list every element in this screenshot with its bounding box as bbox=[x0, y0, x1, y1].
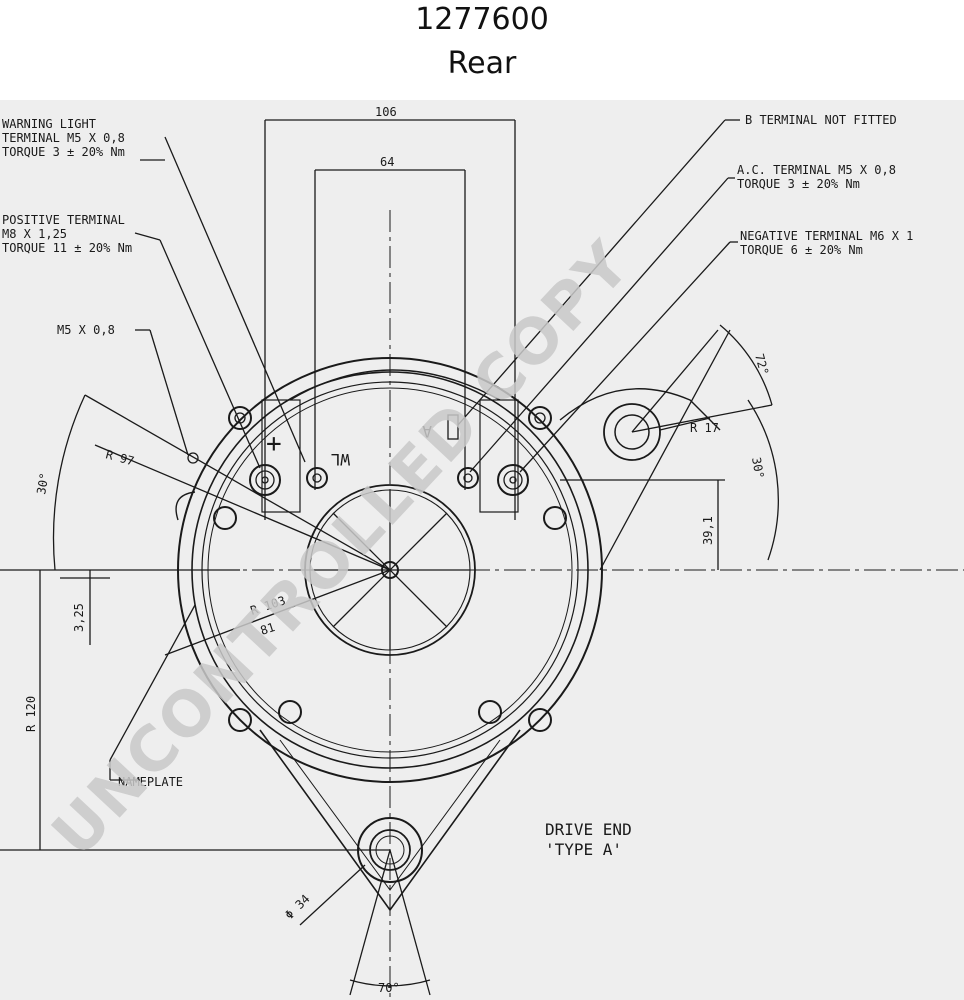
dim-angle-30-left: 30° bbox=[34, 472, 52, 496]
part-number-title: 1277600 bbox=[415, 2, 549, 37]
watermark-uncontrolled-copy: UNCONTROLLED COPY bbox=[38, 227, 645, 871]
view-subtitle: Rear bbox=[447, 46, 517, 81]
callout-warning-light: WARNING LIGHT TERMINAL M5 X 0,8 TORQUE 3… bbox=[2, 117, 125, 159]
callout-ac-terminal-line-2: TORQUE 3 ± 20% Nm bbox=[737, 177, 860, 191]
terminal-mark-a: A bbox=[422, 422, 432, 441]
dim-width-64: 64 bbox=[380, 155, 394, 169]
dim-radius-17: R 17 bbox=[690, 421, 719, 435]
callout-ac-terminal: A.C. TERMINAL M5 X 0,8 TORQUE 3 ± 20% Nm bbox=[737, 163, 896, 191]
callout-negative-terminal-line-1: NEGATIVE TERMINAL M6 X 1 bbox=[740, 229, 913, 243]
callout-positive-terminal: POSITIVE TERMINAL M8 X 1,25 TORQUE 11 ± … bbox=[2, 213, 132, 255]
callout-warning-light-line-2: TERMINAL M5 X 0,8 bbox=[2, 131, 125, 145]
drawing-canvas: 106 64 72° R 17 30° 39,1 30° R 97 R 103 … bbox=[0, 105, 964, 1000]
dim-angle-70: 70° bbox=[378, 981, 400, 995]
callout-b-terminal: B TERMINAL NOT FITTED bbox=[745, 113, 897, 127]
callout-warning-light-line-3: TORQUE 3 ± 20% Nm bbox=[2, 145, 125, 159]
technical-drawing: 106 64 72° R 17 30° 39,1 30° R 97 R 103 … bbox=[0, 100, 964, 1000]
callout-positive-terminal-line-1: POSITIVE TERMINAL bbox=[2, 213, 125, 227]
callout-drive-end-line-2: 'TYPE A' bbox=[545, 840, 622, 859]
callout-m5: M5 X 0,8 bbox=[57, 323, 115, 337]
dim-angle-72: 72° bbox=[752, 352, 771, 377]
callout-positive-terminal-line-3: TORQUE 11 ± 20% Nm bbox=[2, 241, 132, 255]
callout-drive-end: DRIVE END 'TYPE A' bbox=[545, 820, 632, 859]
callout-positive-terminal-line-2: M8 X 1,25 bbox=[2, 227, 67, 241]
dim-offset-3-25: 3,25 bbox=[72, 603, 86, 632]
callout-negative-terminal-line-2: TORQUE 6 ± 20% Nm bbox=[740, 243, 863, 257]
header: 1277600 Rear bbox=[0, 0, 964, 100]
callout-ac-terminal-line-1: A.C. TERMINAL M5 X 0,8 bbox=[737, 163, 896, 177]
terminal-mark-plus: + bbox=[266, 429, 282, 459]
callout-nameplate: NAMEPLATE bbox=[118, 775, 183, 789]
callout-negative-terminal: NEGATIVE TERMINAL M6 X 1 TORQUE 6 ± 20% … bbox=[740, 229, 913, 257]
terminal-mark-wl: WL bbox=[331, 450, 350, 469]
callout-drive-end-line-1: DRIVE END bbox=[545, 820, 632, 839]
callout-warning-light-line-1: WARNING LIGHT bbox=[2, 117, 96, 131]
dim-width-106: 106 bbox=[375, 105, 397, 119]
dim-radius-97: R 97 bbox=[104, 447, 136, 468]
dim-offset-39-1: 39,1 bbox=[701, 516, 715, 545]
dim-angle-30-right: 30° bbox=[749, 456, 767, 480]
dim-radius-120: R 120 bbox=[24, 696, 38, 732]
dim-radius-81: 81 bbox=[259, 620, 277, 638]
